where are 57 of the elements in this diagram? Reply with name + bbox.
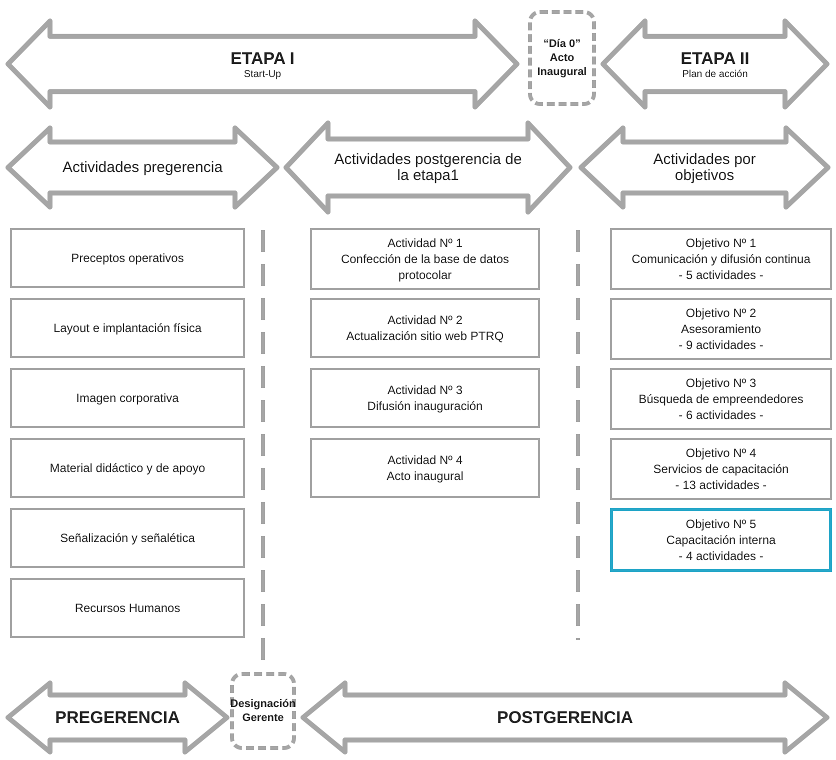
activity-text: Recursos Humanos	[74, 600, 180, 616]
activity-text: Señalización y señalética	[60, 530, 195, 546]
activity-text: Actualización sitio web PTRQ	[346, 328, 504, 344]
milestone-label: “Día 0” Acto Inaugural	[536, 36, 588, 80]
activity-text: - 13 actividades -	[675, 477, 767, 494]
activity-card	[610, 438, 832, 500]
activity-text: Difusión inauguración	[367, 398, 483, 414]
section-title: Actividades postgerencia de la etapa1	[333, 152, 523, 184]
activity-text: Servicios de capacitación	[653, 460, 789, 478]
activity-card	[310, 368, 540, 428]
activity-text: Material didáctico y de apoyo	[50, 460, 206, 476]
activity-card	[310, 438, 540, 498]
activity-card	[10, 368, 245, 428]
activity-text: Objetivo Nº 5	[686, 516, 756, 532]
activity-card	[10, 578, 245, 638]
stage-title: ETAPA II	[680, 48, 750, 68]
activity-text: Búsqueda de empreendedores	[638, 390, 804, 408]
activity-text: Actividad Nº 2	[387, 312, 463, 328]
milestone-box	[230, 672, 296, 750]
activity-card	[10, 438, 245, 498]
activity-text: Confección de la base de datos protocolar	[340, 250, 510, 284]
activity-card	[310, 298, 540, 358]
activity-card	[310, 228, 540, 290]
section-title: Actividades por objetivos	[652, 152, 757, 184]
stage-subtitle: Start-Up	[244, 68, 282, 80]
activity-text: Capacitación interna	[666, 532, 776, 548]
activity-text: - 5 actividades -	[678, 267, 764, 284]
activity-text: Acto inaugural	[386, 468, 464, 484]
activity-card	[610, 228, 832, 290]
activity-card	[10, 298, 245, 358]
activity-text: Objetivo Nº 4	[686, 444, 756, 461]
stage-title: ETAPA I	[230, 48, 294, 68]
activity-card	[610, 298, 832, 360]
stage-title: POSTGERENCIA	[496, 708, 634, 728]
activity-text: Comunicación y difusión continua	[632, 250, 810, 268]
activity-text: Preceptos operativos	[71, 250, 184, 266]
activity-text: - 4 actividades -	[678, 548, 764, 564]
milestone-box	[528, 10, 596, 106]
section-title: Actividades pregerencia	[62, 160, 223, 176]
activity-text: Objetivo Nº 2	[686, 304, 756, 321]
activity-card	[610, 368, 832, 430]
activity-text: Actividad Nº 1	[387, 234, 463, 251]
activity-text: Asesoramiento	[680, 320, 762, 338]
activity-text: - 9 actividades -	[678, 337, 764, 354]
activity-card	[10, 228, 245, 288]
activity-text: Objetivo Nº 1	[686, 234, 756, 251]
activity-text: - 6 actividades -	[678, 407, 764, 424]
activity-card	[610, 508, 832, 572]
stage-title: PREGERENCIA	[55, 708, 180, 728]
activity-text: Objetivo Nº 3	[686, 374, 756, 391]
activity-text: Actividad Nº 4	[387, 452, 463, 468]
activity-text: Layout e implantación física	[53, 320, 202, 336]
milestone-label: Designación Gerente	[230, 696, 296, 726]
activity-text: Actividad Nº 3	[387, 382, 463, 398]
stage-subtitle: Plan de acción	[682, 68, 748, 80]
activity-card	[10, 508, 245, 568]
activity-text: Imagen corporativa	[76, 390, 179, 406]
